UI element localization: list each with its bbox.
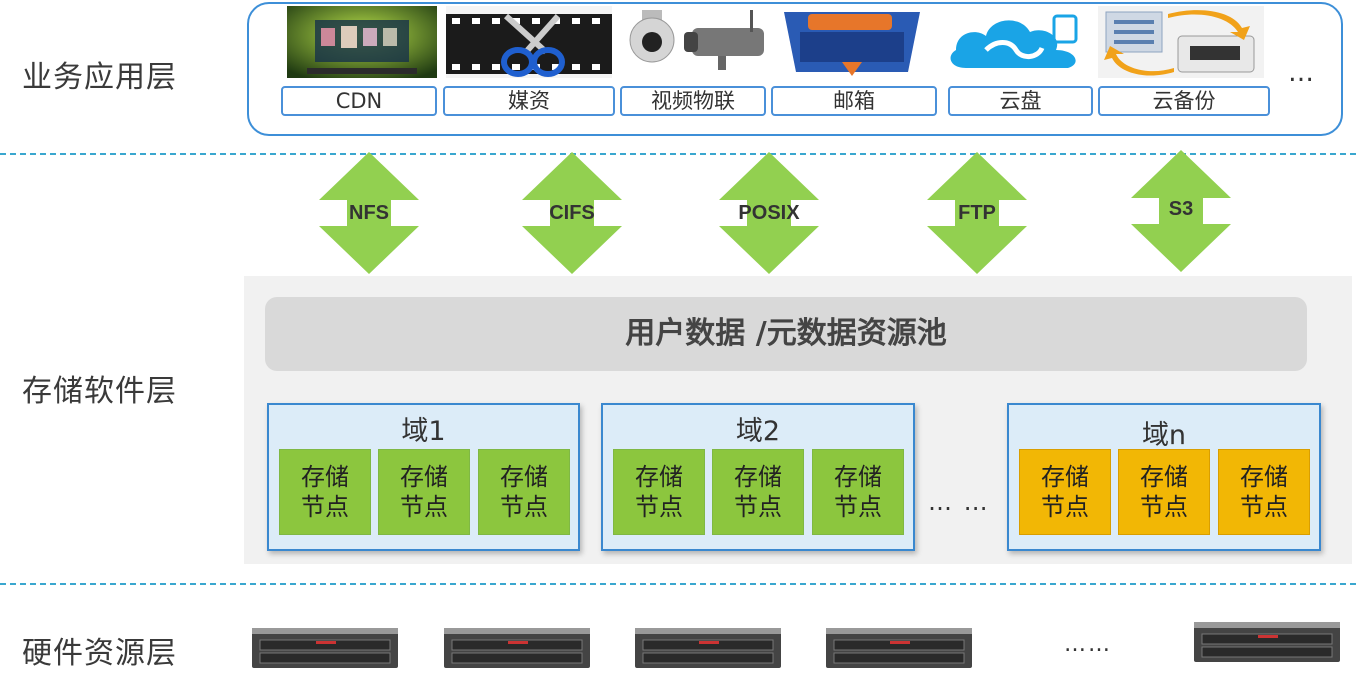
app-label-cloud-drive: 云盘 — [948, 86, 1093, 116]
storage-node: 存储节点 — [279, 449, 371, 535]
protocol-arrow-cifs: CIFS — [522, 152, 622, 274]
protocol-label: FTP — [958, 202, 996, 224]
layer-divider-bottom — [0, 583, 1356, 585]
film-scissors-image — [446, 6, 612, 78]
server-icon — [826, 626, 972, 670]
protocol-arrow-nfs: NFS — [319, 152, 419, 274]
hardware-ellipsis: …… — [1064, 632, 1112, 657]
protocol-label: POSIX — [738, 202, 800, 224]
storage-node: 存储节点 — [378, 449, 470, 535]
domain-title: 域n — [1141, 420, 1187, 451]
domain-title: 域1 — [401, 416, 446, 447]
protocol-arrow-s3: S3 — [1131, 150, 1231, 272]
storage-node: 存储节点 — [712, 449, 804, 535]
storage-node: 存储节点 — [812, 449, 904, 535]
cloud-backup-image — [1098, 6, 1264, 78]
storage-node: 存储节点 — [478, 449, 570, 535]
domain-2: 域2 存储节点 存储节点 存储节点 — [601, 403, 915, 551]
server-icon — [252, 626, 398, 670]
storage-node: 存储节点 — [613, 449, 705, 535]
protocol-label: CIFS — [549, 202, 595, 224]
storage-node: 存储节点 — [1019, 449, 1111, 535]
application-layer-label: 业务应用层 — [22, 60, 177, 95]
server-icon — [444, 626, 590, 670]
domains-ellipsis: … … — [928, 488, 990, 516]
storage-node: 存储节点 — [1218, 449, 1310, 535]
mailbox-139-logo — [778, 6, 926, 78]
app-label-mailbox: 邮箱 — [771, 86, 937, 116]
protocol-label: NFS — [349, 202, 389, 224]
storage-node: 存储节点 — [1118, 449, 1210, 535]
layer-divider-top — [0, 153, 1356, 155]
server-icon — [1194, 620, 1340, 664]
apps-ellipsis: … — [1288, 58, 1316, 88]
software-layer-label: 存储软件层 — [22, 374, 177, 409]
app-label-cloud-backup: 云备份 — [1098, 86, 1270, 116]
domain-title: 域2 — [735, 416, 781, 447]
domain-n: 域n 存储节点 存储节点 存储节点 — [1007, 403, 1321, 551]
resource-pool-bar: 用户数据 /元数据资源池 — [265, 297, 1307, 371]
protocol-arrow-posix: POSIX — [719, 152, 819, 274]
tv-screen-image — [287, 6, 437, 78]
server-icon — [635, 626, 781, 670]
app-label-video-iot: 视频物联 — [620, 86, 766, 116]
protocol-arrow-ftp: FTP — [927, 152, 1027, 274]
surveillance-camera-image — [622, 6, 768, 78]
domain-1: 域1 存储节点 存储节点 存储节点 — [267, 403, 580, 551]
mcloud-logo — [946, 6, 1096, 78]
app-label-media-assets: 媒资 — [443, 86, 615, 116]
protocol-label: S3 — [1168, 198, 1194, 220]
hardware-layer-label: 硬件资源层 — [22, 636, 177, 671]
app-label-cdn: CDN — [281, 86, 437, 116]
